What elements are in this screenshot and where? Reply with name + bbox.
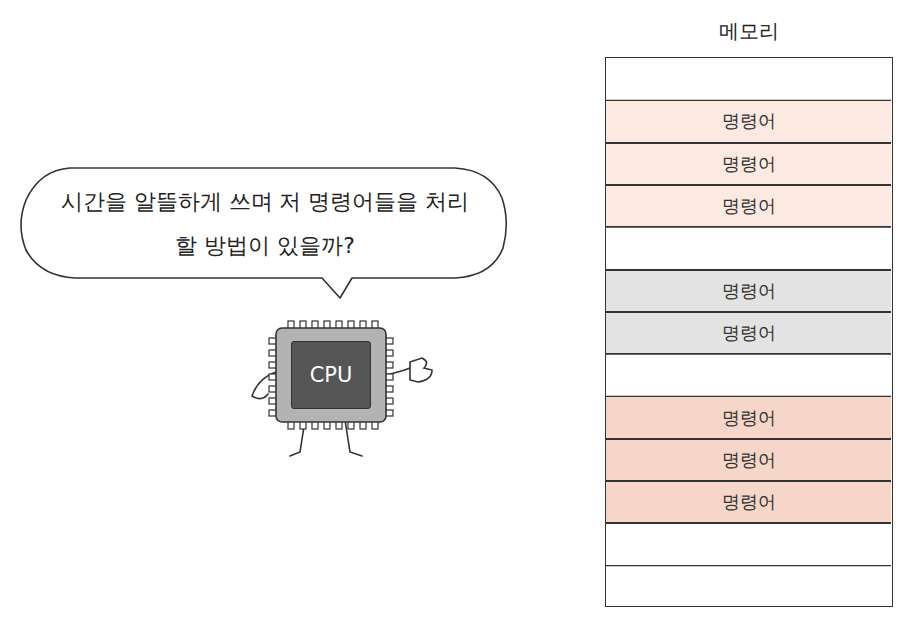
cpu-chip: CPU bbox=[291, 341, 371, 409]
node-label: 명령어 bbox=[722, 279, 776, 303]
instruction-cell: 명령어 bbox=[606, 143, 891, 185]
node-label: 명령어 bbox=[722, 321, 776, 345]
node-label: 명령어 bbox=[722, 194, 776, 218]
node-label: 명령어 bbox=[722, 109, 776, 133]
instruction-cell: 명령어 bbox=[606, 439, 891, 481]
node-label: 명령어 bbox=[722, 406, 776, 430]
instruction-cell: 명령어 bbox=[606, 396, 891, 438]
node-label: 명령어 bbox=[722, 152, 776, 176]
speech-text: 시간을 알뜰하게 쓰며 저 명령어들을 처리할 방법이 있을까? bbox=[60, 180, 470, 268]
instruction-cell: 명령어 bbox=[606, 312, 891, 354]
instruction-cell: 명령어 bbox=[606, 270, 891, 312]
node-label: CPU bbox=[310, 363, 353, 387]
speech-bubble: 시간을 알뜰하게 쓰며 저 명령어들을 처리할 방법이 있을까? bbox=[40, 176, 490, 272]
memory-box: 메모리명령어명령어명령어명령어명령어명령어명령어명령어 bbox=[605, 57, 893, 607]
instruction-cell: 명령어 bbox=[606, 185, 891, 227]
speech-bubble-outline bbox=[21, 168, 506, 298]
cpu-figure bbox=[252, 321, 432, 456]
instruction-cell: 명령어 bbox=[606, 100, 891, 142]
instruction-cell: 명령어 bbox=[606, 481, 891, 523]
memory-title: 메모리 bbox=[606, 18, 892, 45]
node-label: 명령어 bbox=[722, 490, 776, 514]
node-label: 명령어 bbox=[722, 448, 776, 472]
